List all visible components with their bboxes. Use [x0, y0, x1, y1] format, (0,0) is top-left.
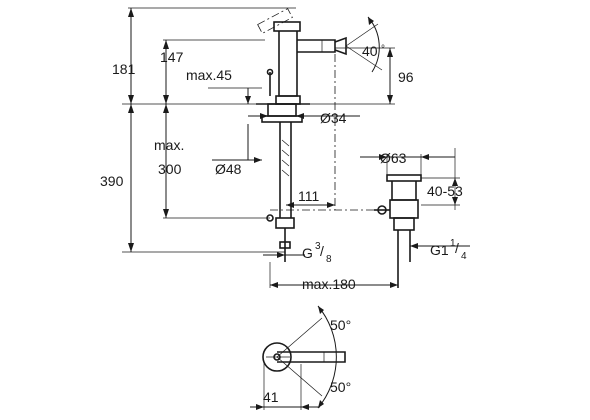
horizontal-dimension-111: [286, 202, 335, 208]
label-max180: max.180: [302, 276, 356, 292]
dimension-40-53: [421, 177, 460, 206]
label-40: 40: [362, 43, 378, 59]
vertical-dimension-147: [163, 40, 169, 104]
label-g38-num: 3: [315, 241, 321, 252]
label-390: 390: [100, 173, 124, 189]
label-41: 41: [263, 389, 279, 405]
vertical-dimension-96: [387, 48, 393, 104]
label-deg: °: [381, 44, 385, 55]
diameter-34: [248, 113, 360, 119]
label-g14-den: 4: [461, 251, 467, 262]
faucet-body: [257, 8, 347, 105]
label-300: 300: [158, 161, 182, 177]
label-g14-slash: /: [455, 240, 459, 256]
spray-angle-40: [345, 16, 383, 73]
vertical-dimension-390: [128, 104, 134, 252]
label-max45: max.45: [186, 67, 232, 83]
g1-leader: [410, 243, 470, 249]
label-g1-prefix: G1: [430, 242, 449, 258]
label-d63: Ø63: [380, 150, 407, 166]
label-g38-slash: /: [320, 243, 324, 259]
reference-lines: [122, 7, 395, 253]
label-96: 96: [398, 69, 414, 85]
top-view: [250, 305, 346, 410]
label-g14-num: 1: [450, 238, 456, 249]
label-g-prefix: G: [302, 245, 313, 261]
label-40-53: 40-53: [427, 183, 463, 199]
horizontal-dimension-180: [269, 262, 398, 288]
vertical-dimension-300: [163, 104, 169, 218]
label-d34: Ø34: [320, 110, 347, 126]
label-d48: Ø48: [215, 161, 242, 177]
diameter-63: [360, 148, 456, 210]
label-181: 181: [112, 61, 136, 77]
vertical-dimension-181: [128, 8, 134, 104]
drain-assembly: [374, 174, 422, 288]
g38-leader: [263, 252, 305, 258]
mounting-assembly: [256, 54, 380, 262]
label-max: max.: [154, 137, 184, 153]
label-g38-den: 8: [326, 254, 332, 265]
diameter-48: [212, 124, 262, 163]
label-50-bottom: 50°: [330, 379, 351, 395]
label-111: 111: [298, 188, 319, 204]
max45-leader: [245, 88, 251, 104]
label-147: 147: [160, 49, 184, 65]
label-50-top: 50°: [330, 317, 351, 333]
